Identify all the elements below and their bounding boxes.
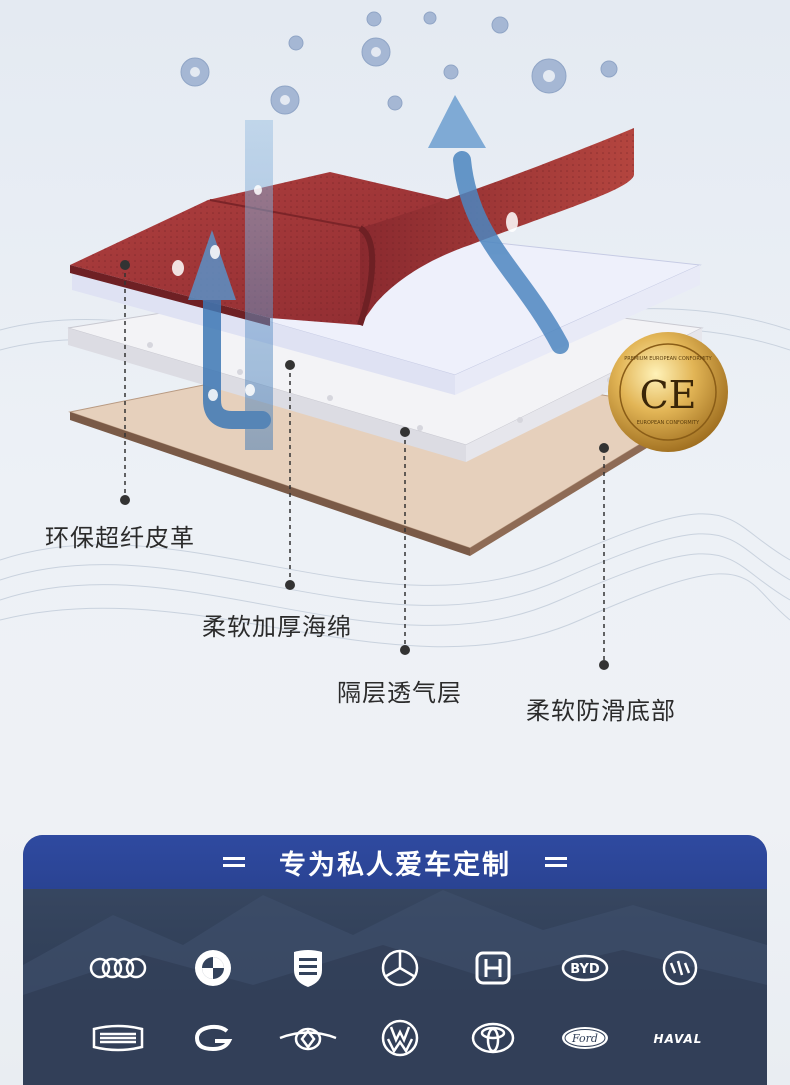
layer-diagram: PREMIUM EUROPEAN CONFORMITY CE EUROPEAN …: [0, 11, 790, 670]
label-breathable: 隔层透气层: [337, 679, 462, 707]
label-bottom: 柔软防滑底部: [526, 697, 676, 725]
haval-text: HAVAL: [654, 1032, 703, 1046]
gac-logo: [178, 1015, 248, 1061]
ce-ring-top: PREMIUM EUROPEAN CONFORMITY: [624, 356, 712, 362]
mercedes-logo: [365, 945, 435, 991]
ford-logo: Ford: [550, 1015, 620, 1061]
ce-mark: CE: [640, 373, 697, 417]
byd-logo: BYD: [550, 945, 620, 991]
germ-particles: [180, 11, 618, 115]
hongqi-logo: [273, 1015, 343, 1061]
product-illustration: PREMIUM EUROPEAN CONFORMITY CE EUROPEAN …: [0, 11, 790, 725]
buick-logo: [645, 945, 715, 991]
section-title: 专为私人爱车定制: [279, 849, 511, 881]
haval-logo: HAVAL: [643, 1015, 713, 1061]
audi-logo: [83, 945, 153, 991]
equals-deco-left: [223, 857, 245, 867]
bmw-logo: [178, 945, 248, 991]
equals-deco-right: [545, 857, 567, 867]
water-droplets: [172, 185, 518, 401]
label-leather: 环保超纤皮革: [45, 524, 195, 552]
ce-ring-bottom: EUROPEAN CONFORMITY: [637, 420, 700, 426]
honda-logo: [458, 945, 528, 991]
byd-text: BYD: [570, 962, 600, 977]
leader-lines: [124, 265, 605, 665]
label-sponge: 柔软加厚海绵: [202, 613, 352, 641]
volkswagen-logo: [365, 1015, 435, 1061]
porsche-logo: [273, 945, 343, 991]
brand-panel: 专为私人爱车定制: [23, 835, 767, 1085]
section-header: 专为私人爱车定制: [23, 835, 767, 889]
toyota-logo: [458, 1015, 528, 1061]
ce-badge: PREMIUM EUROPEAN CONFORMITY CE EUROPEAN …: [608, 332, 728, 452]
ford-text: Ford: [571, 1032, 598, 1045]
geely-logo: [83, 1015, 153, 1061]
